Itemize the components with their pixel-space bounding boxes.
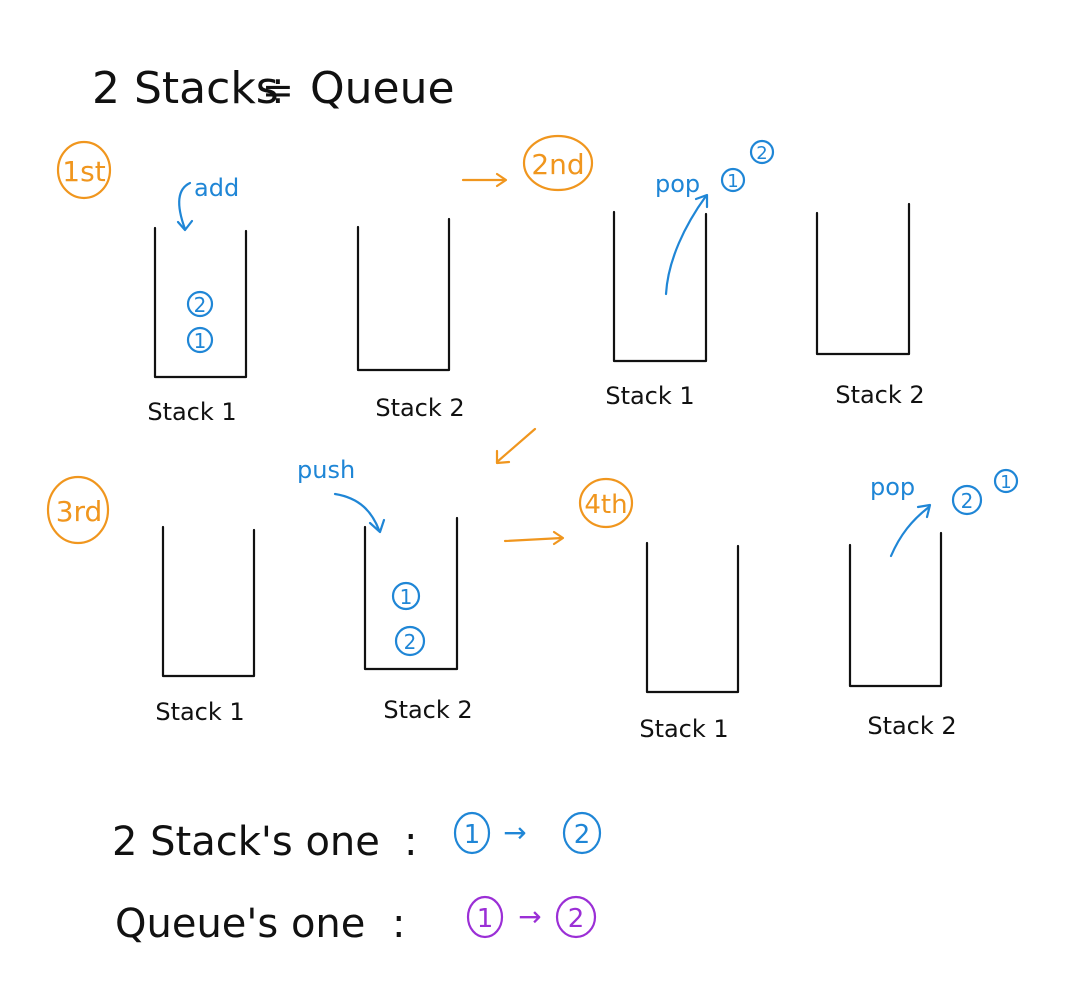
summary-first-circle — [466, 895, 504, 939]
step-4-badge-circle — [578, 477, 634, 529]
stack-item: 2 — [404, 630, 417, 654]
step-3-action: push — [297, 456, 355, 484]
stack-item: 2 — [194, 293, 207, 317]
popped-item: 1 — [1000, 472, 1011, 493]
step-4: 4th pop 2 1 Stack 1 Stack 2 — [578, 468, 1019, 743]
pop-arrow-head — [916, 503, 932, 519]
summary-arrow: → — [518, 900, 541, 933]
step-3-badge-circle — [46, 475, 110, 545]
flow-arrow — [495, 427, 537, 464]
add-arrow-head — [176, 219, 194, 232]
stack-container — [848, 531, 943, 688]
stack-container — [815, 202, 911, 356]
flow-arrow-head — [495, 449, 511, 465]
flow-arrow — [503, 536, 564, 543]
step-3-badge: 3rd — [56, 495, 103, 528]
step-1-badge: 1st — [62, 155, 105, 188]
summary-first: 1 — [464, 820, 481, 850]
step-4-badge: 4th — [584, 490, 627, 520]
summary-arrow: → — [503, 816, 526, 849]
summary-second-circle — [555, 895, 597, 939]
stack-item: 1 — [194, 329, 207, 353]
popped-circle — [951, 484, 983, 516]
item-circle — [391, 581, 421, 611]
summary-label: Queue's one — [115, 901, 365, 947]
summary-row-stacks: 2 Stack's one : 1 → 2 — [112, 811, 602, 865]
summary-second: 2 — [568, 904, 585, 934]
popped-circle — [749, 139, 775, 165]
summary-separator: : — [392, 901, 405, 947]
title-symbol: ≑ — [262, 68, 294, 112]
popped-circle — [993, 468, 1019, 494]
summary-first-circle — [453, 811, 491, 855]
stack-label: Stack 2 — [383, 696, 472, 724]
item-circle — [186, 326, 214, 354]
step-3: 3rd push Stack 1 1 2 Stack 2 — [46, 456, 473, 726]
stack-item: 1 — [400, 585, 413, 609]
summary-row-queue: Queue's one : 1 → 2 — [115, 895, 597, 947]
popped-item: 2 — [961, 489, 974, 513]
page-title: 2 Stacks ≑ Queue — [92, 63, 455, 114]
stack-container — [363, 516, 459, 671]
add-arrow — [178, 181, 192, 231]
stack-label: Stack 1 — [605, 382, 694, 410]
stack-label: Stack 2 — [375, 394, 464, 422]
step-2-action: pop — [655, 170, 700, 198]
stack-label: Stack 1 — [155, 698, 244, 726]
summary-first: 1 — [477, 904, 494, 934]
summary-second: 2 — [574, 820, 591, 850]
stack-container — [612, 210, 708, 363]
popped-item: 2 — [756, 143, 767, 164]
summary-separator: : — [404, 819, 417, 865]
summary-second-circle — [562, 811, 602, 855]
pop-arrow-head — [694, 193, 709, 209]
stack-label: Stack 1 — [147, 398, 236, 426]
pop-arrow — [664, 194, 708, 296]
stack-label: Stack 1 — [639, 715, 728, 743]
step-1: 1st add 2 1 Stack 1 Stack 2 — [56, 140, 465, 426]
step-2: 2nd pop 1 2 Stack 1 Stack 2 — [522, 134, 925, 410]
step-1-action: add — [194, 174, 239, 202]
stack-container — [153, 226, 248, 379]
stack-label: Stack 2 — [867, 712, 956, 740]
stack-label: Stack 2 — [835, 381, 924, 409]
push-arrow-head — [368, 518, 386, 534]
item-circle — [186, 290, 214, 318]
item-circle — [394, 625, 426, 657]
push-arrow — [333, 492, 381, 532]
popped-circle — [720, 167, 746, 193]
step-2-badge-circle — [522, 134, 594, 192]
summary-label: 2 Stack's one — [112, 819, 380, 865]
pop-arrow — [889, 505, 931, 558]
title-suffix: Queue — [310, 63, 455, 114]
stack-container — [645, 541, 740, 694]
stack-container — [356, 217, 451, 372]
step-1-badge-circle — [56, 140, 112, 200]
popped-item: 1 — [727, 171, 738, 192]
step-4-action: pop — [870, 473, 915, 501]
stack-container — [161, 525, 256, 678]
step-2-badge: 2nd — [531, 148, 584, 181]
flow-arrow-head — [495, 172, 508, 188]
title-prefix: 2 Stacks — [92, 63, 279, 114]
flow-arrow-head — [552, 530, 565, 546]
